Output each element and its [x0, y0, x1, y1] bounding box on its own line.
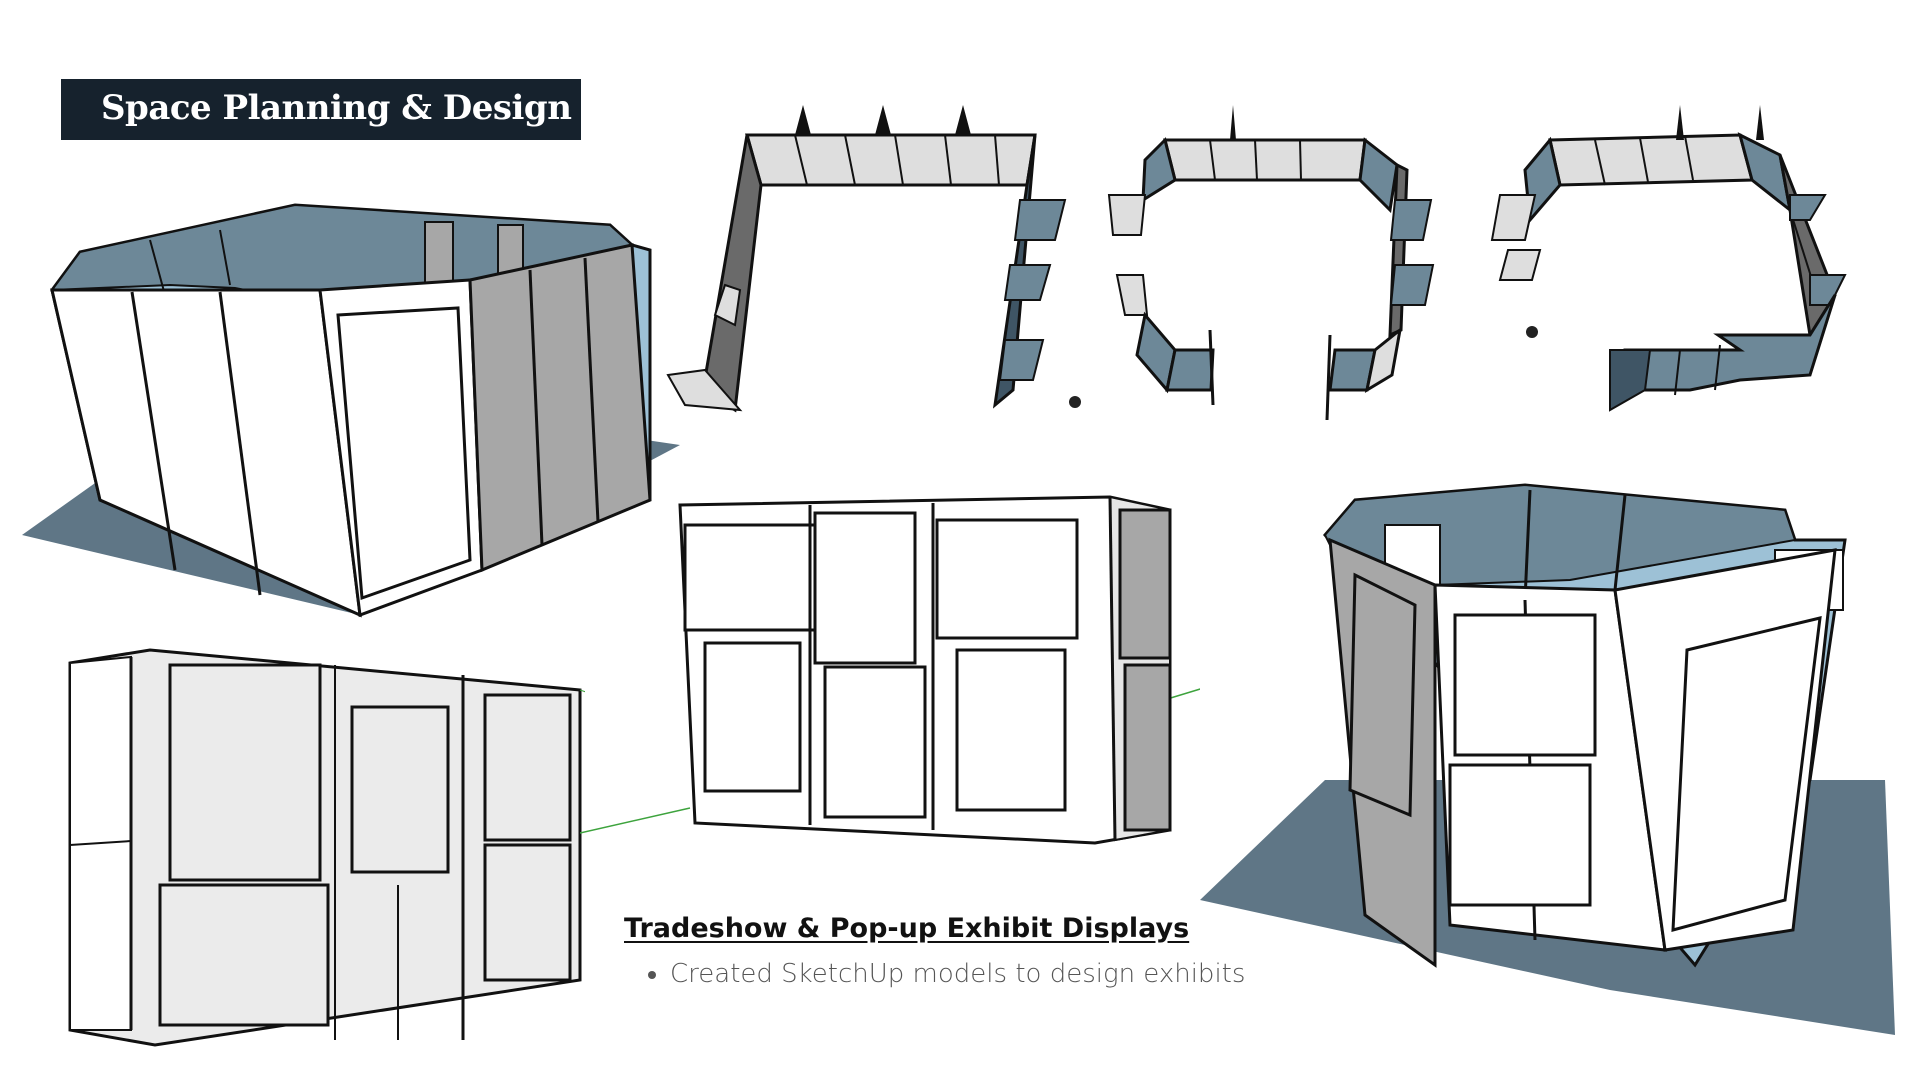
- floor-layout-model-3: [1490, 105, 1847, 412]
- title-banner: Space Planning & Design: [61, 79, 581, 140]
- caption-heading: Tradeshow & Pop-up Exhibit Displays: [624, 913, 1190, 944]
- display-wall-model-center: [678, 495, 1172, 845]
- caption-bullet-list: Created SketchUp models to design exhibi…: [624, 956, 1324, 992]
- floor-layout-model-1: [666, 105, 1081, 413]
- floor-layout-model-2: [1107, 105, 1435, 421]
- caption: Tradeshow & Pop-up Exhibit Displays Crea…: [624, 913, 1324, 992]
- caption-bullet-item: Created SketchUp models to design exhibi…: [670, 956, 1324, 992]
- display-wall-model-left: [68, 648, 585, 1047]
- booth-model-octagonal-left: [22, 203, 680, 618]
- booth-model-octagonal-right: [1200, 483, 1895, 1035]
- floor-guide-line: [580, 688, 1200, 834]
- page-title: Space Planning & Design: [101, 88, 572, 128]
